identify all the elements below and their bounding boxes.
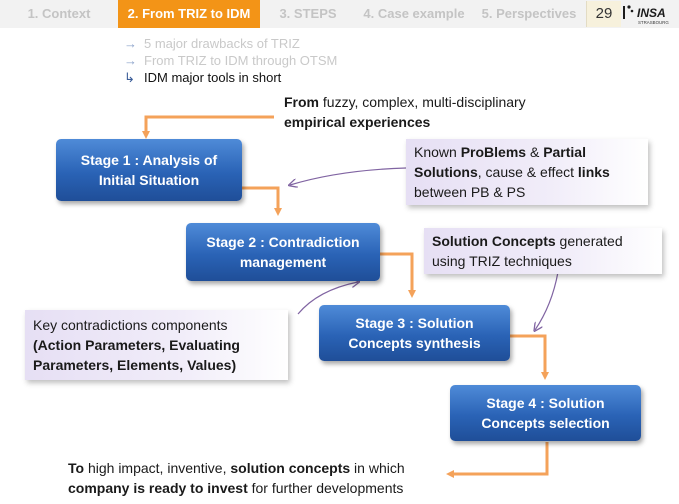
tab-perspectives[interactable]: 5. Perspectives [481,6,577,21]
connector-from-to-stage1 [142,115,274,139]
connector-stage2-to-stage3 [380,252,416,298]
tab-steps[interactable]: 3. STEPS [279,6,337,21]
note-key-contradictions: Key contradictions components (Action Pa… [25,310,288,380]
stage-1-title: Stage 1 : Analysis of [80,152,218,168]
subnav-item-otsm[interactable]: → From TRIZ to IDM through OTSM [124,53,337,68]
subnav-label: IDM major tools in short [144,70,282,85]
arrow-right-icon: ↳ [124,70,135,85]
stage-4-subtitle: Concepts selection [481,415,610,431]
tab-context[interactable]: 1. Context [27,6,91,21]
subnav-item-drawbacks[interactable]: → 5 major drawbacks of TRIZ [124,36,300,51]
top-navigation-bar: 1. Context 2. From TRIZ to IDM 3. STEPS … [0,0,679,28]
stage-3-subtitle: Concepts synthesis [348,335,481,351]
subnav-label: 5 major drawbacks of TRIZ [144,36,300,51]
subnav-label: From TRIZ to IDM through OTSM [144,53,338,68]
tab-case-example[interactable]: 4. Case example [363,6,465,21]
stage-2-box[interactable]: Stage 2 : Contradiction management [186,223,380,281]
insa-logo: INSA STRASBOURG [623,5,669,25]
arrow-right-icon: → [124,36,137,51]
stage-1-box[interactable]: Stage 1 : Analysis of Initial Situation [56,139,242,201]
page-number: 29 [586,1,621,27]
pointer-problems-to-stage1 [290,167,407,185]
subnav-item-idm-tools[interactable]: ↳ IDM major tools in short [124,70,281,86]
stage-2-title: Stage 2 : Contradiction [206,234,360,250]
connector-stage3-to-stage4 [510,334,549,380]
stage-4-title: Stage 4 : Solution [486,395,605,411]
output-description: To high impact, inventive, solution conc… [68,460,405,496]
tab-from-triz-to-idm[interactable]: 2. From TRIZ to IDM [118,0,260,28]
logo-subtext: STRASBOURG [638,20,669,25]
stage-3-title: Stage 3 : Solution [355,315,474,331]
arrow-right-icon: → [124,53,137,68]
logo-text: INSA [637,6,666,20]
note-solution-concepts: Solution Concepts generated using TRIZ t… [424,228,662,274]
pointer-concepts-to-stage3 [535,271,559,330]
connector-stage4-to-output [446,442,549,478]
input-description: From fuzzy, complex, multi-disciplinary … [284,94,526,130]
stage-1-subtitle: Initial Situation [98,172,200,188]
pointer-contradictions-to-stage2 [297,282,358,315]
stage-2-subtitle: management [239,254,327,270]
connector-stage1-to-stage2 [242,186,282,216]
note-problems-solutions: Known ProBlems & Partial Solutions, caus… [406,139,648,205]
